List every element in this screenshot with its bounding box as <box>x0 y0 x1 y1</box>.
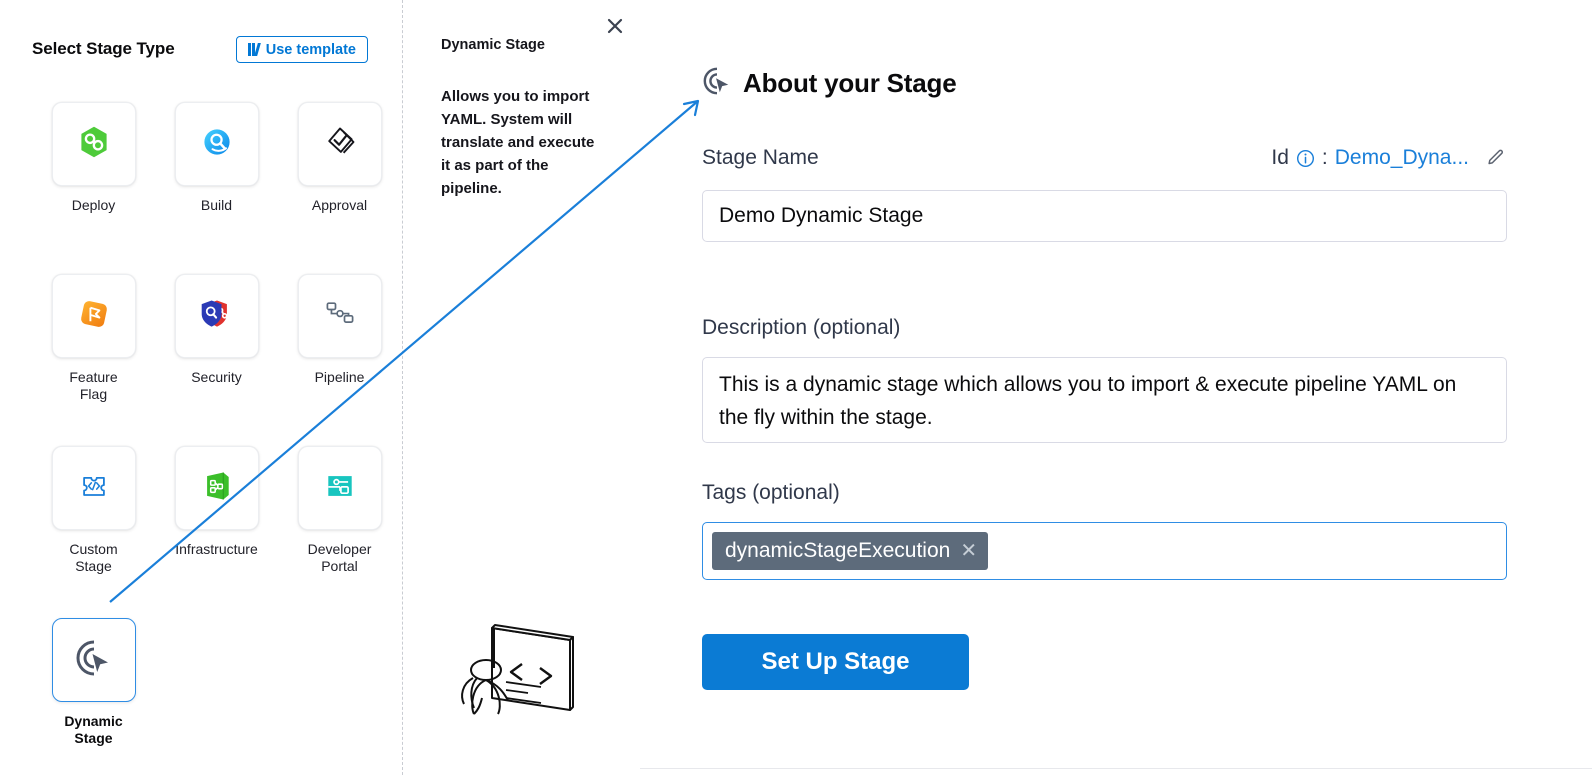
description-row: Description (optional) <box>702 316 1507 340</box>
info-circle-icon[interactable] <box>1296 149 1315 168</box>
custom-stage-code-icon <box>76 468 112 509</box>
set-up-stage-button[interactable]: Set Up Stage <box>702 634 969 690</box>
stage-type-label: Infrastructure <box>175 541 258 557</box>
stage-type-panel: Select Stage Type Use template Deploy Bu… <box>0 0 403 775</box>
stage-type-label: Approval <box>311 197 368 213</box>
id-label: Id <box>1271 146 1289 169</box>
stage-type-cell: Security <box>155 274 278 446</box>
about-title: About your Stage <box>743 68 957 98</box>
stage-name-row: Stage Name Id : Demo_Dyna... <box>702 146 1507 170</box>
close-icon[interactable] <box>604 15 626 37</box>
stage-type-cell: Pipeline <box>278 274 401 446</box>
stage-info-title: Dynamic Stage <box>441 37 545 53</box>
stage-type-card-pipeline[interactable] <box>297 274 382 358</box>
stage-id-group: Id : Demo_Dyna... <box>1271 146 1507 170</box>
feature-flag-icon <box>76 296 112 337</box>
stage-info-description: Allows you to import YAML. System will t… <box>441 88 595 197</box>
stage-type-card-build[interactable] <box>174 102 259 186</box>
stage-type-cell: Infrastructure <box>155 446 278 618</box>
bottom-divider <box>640 768 1592 769</box>
stage-name-input[interactable]: Demo Dynamic Stage <box>702 190 1507 242</box>
description-textarea[interactable]: This is a dynamic stage which allows you… <box>702 357 1507 443</box>
stage-type-card-security[interactable] <box>174 274 259 358</box>
stage-type-label: Security <box>191 369 242 385</box>
stage-type-card-developer-portal[interactable] <box>297 446 382 530</box>
security-shields-icon <box>199 296 235 337</box>
about-header: About your Stage <box>702 66 957 101</box>
developer-portal-icon <box>322 468 358 509</box>
stage-name-label: Stage Name <box>702 146 819 169</box>
pencil-edit-icon[interactable] <box>1485 147 1507 169</box>
approval-diamond-check-icon <box>322 124 358 165</box>
left-panel-header: Select Stage Type Use template <box>32 36 372 66</box>
stage-type-cell: Build <box>155 102 278 274</box>
description-value: This is a dynamic stage which allows you… <box>719 373 1457 429</box>
stage-type-label: Deploy <box>71 197 116 213</box>
tags-input[interactable]: dynamicStageExecution ✕ <box>702 522 1507 580</box>
tags-row: Tags (optional) <box>702 481 1507 505</box>
tags-label: Tags (optional) <box>702 481 840 504</box>
stage-type-card-feature-flag[interactable] <box>51 274 136 358</box>
deploy-hexagon-infinity-icon <box>76 124 112 165</box>
stage-type-card-approval[interactable] <box>297 102 382 186</box>
tag-chip-label: dynamicStageExecution <box>725 539 951 562</box>
about-your-stage-form: About your Stage Stage Name Id : Demo_Dy… <box>640 0 1592 775</box>
resize-grip-icon[interactable] <box>1492 429 1503 440</box>
build-circle-magnifier-icon <box>199 124 235 165</box>
stage-type-card-deploy[interactable] <box>51 102 136 186</box>
template-bars-icon <box>248 43 261 56</box>
stage-type-card-infrastructure[interactable] <box>174 446 259 530</box>
use-template-label: Use template <box>265 41 356 58</box>
stage-type-card-dynamic-stage[interactable] <box>51 618 136 702</box>
stage-type-cell: Deploy <box>32 102 155 274</box>
tag-chip[interactable]: dynamicStageExecution ✕ <box>712 532 989 570</box>
stage-type-card-custom-stage[interactable] <box>51 446 136 530</box>
pipeline-nodes-icon <box>322 296 358 337</box>
id-separator: : <box>1321 146 1328 169</box>
stage-type-cell: Approval <box>278 102 401 274</box>
stage-type-label: Pipeline <box>314 369 365 385</box>
person-presenting-code-board-illustration <box>448 612 578 722</box>
infrastructure-cube-icon <box>199 468 235 509</box>
stage-name-value: Demo Dynamic Stage <box>719 204 924 227</box>
dynamic-stage-target-cursor-icon <box>702 66 732 101</box>
description-label: Description (optional) <box>702 316 901 339</box>
page-title: Select Stage Type <box>32 39 175 58</box>
use-template-button[interactable]: Use template <box>236 36 368 63</box>
id-value: Demo_Dyna... <box>1334 146 1469 169</box>
stage-type-label: Build <box>200 197 233 213</box>
dynamic-stage-target-cursor-icon <box>74 638 114 683</box>
remove-tag-icon[interactable]: ✕ <box>960 540 978 562</box>
